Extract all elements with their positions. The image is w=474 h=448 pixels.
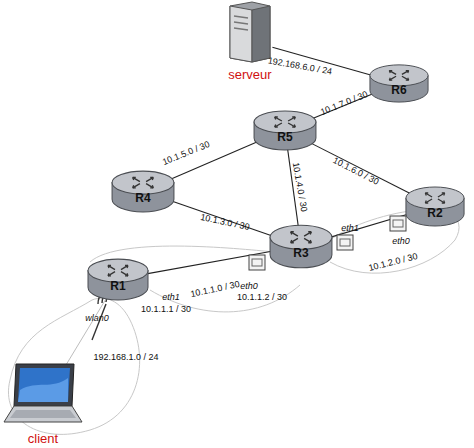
router-name: R6: [368, 83, 430, 97]
device-name: serveur: [222, 67, 278, 82]
router-node: R6: [368, 62, 430, 104]
interface-name: eth0: [392, 236, 410, 246]
subnet-label: 10.1.5.0 / 30: [161, 139, 211, 167]
interface-name: eth0: [240, 281, 258, 291]
router-node: R4: [110, 168, 176, 214]
link-line: [144, 251, 275, 275]
subnet-label: 10.1.4.0 / 30: [291, 161, 310, 212]
subnet-label: 10.1.6.0 / 30: [331, 155, 380, 187]
client-node: client: [2, 360, 84, 446]
interface-name: wlan0: [85, 313, 109, 323]
ethernet-port: [390, 216, 406, 231]
router-node: R1: [86, 256, 150, 302]
link-line: [169, 141, 258, 179]
link-line: [169, 200, 274, 237]
subnet-label: 192.168.1.0 / 24: [93, 352, 158, 362]
router-name: R3: [268, 246, 334, 260]
subnet-label: 10.1.3.0 / 30: [199, 212, 250, 232]
subnet-label: 10.1.7.0 / 30: [319, 89, 369, 117]
router-name: R2: [404, 206, 466, 220]
router-name: R5: [252, 130, 318, 144]
subnet-label: 192.168.6.0 / 24: [267, 55, 333, 76]
router-node: R2: [404, 184, 466, 228]
laptop-symbol: [2, 360, 84, 428]
router-node: R3: [268, 222, 334, 270]
ethernet-port: [249, 255, 265, 270]
ethernet-port: [337, 235, 353, 250]
link-line: [311, 143, 410, 193]
address-label: 10.1.1.1 / 30: [141, 304, 191, 314]
router-node: R5: [252, 108, 318, 152]
interface-name: eth1: [162, 292, 180, 302]
subnet-label: 10.1.1.0 / 30: [189, 279, 240, 299]
address-label: 10.1.1.2 / 30: [237, 292, 287, 302]
device-name: client: [2, 431, 84, 446]
router-name: R4: [110, 191, 176, 205]
subnet-label: 10.1.2.0 / 30: [368, 251, 419, 273]
server-symbol: [222, 0, 278, 64]
router-name: R1: [86, 279, 150, 293]
link-line: [327, 213, 410, 238]
interface-name: eth1: [341, 223, 359, 233]
server-node: serveur: [222, 0, 278, 82]
